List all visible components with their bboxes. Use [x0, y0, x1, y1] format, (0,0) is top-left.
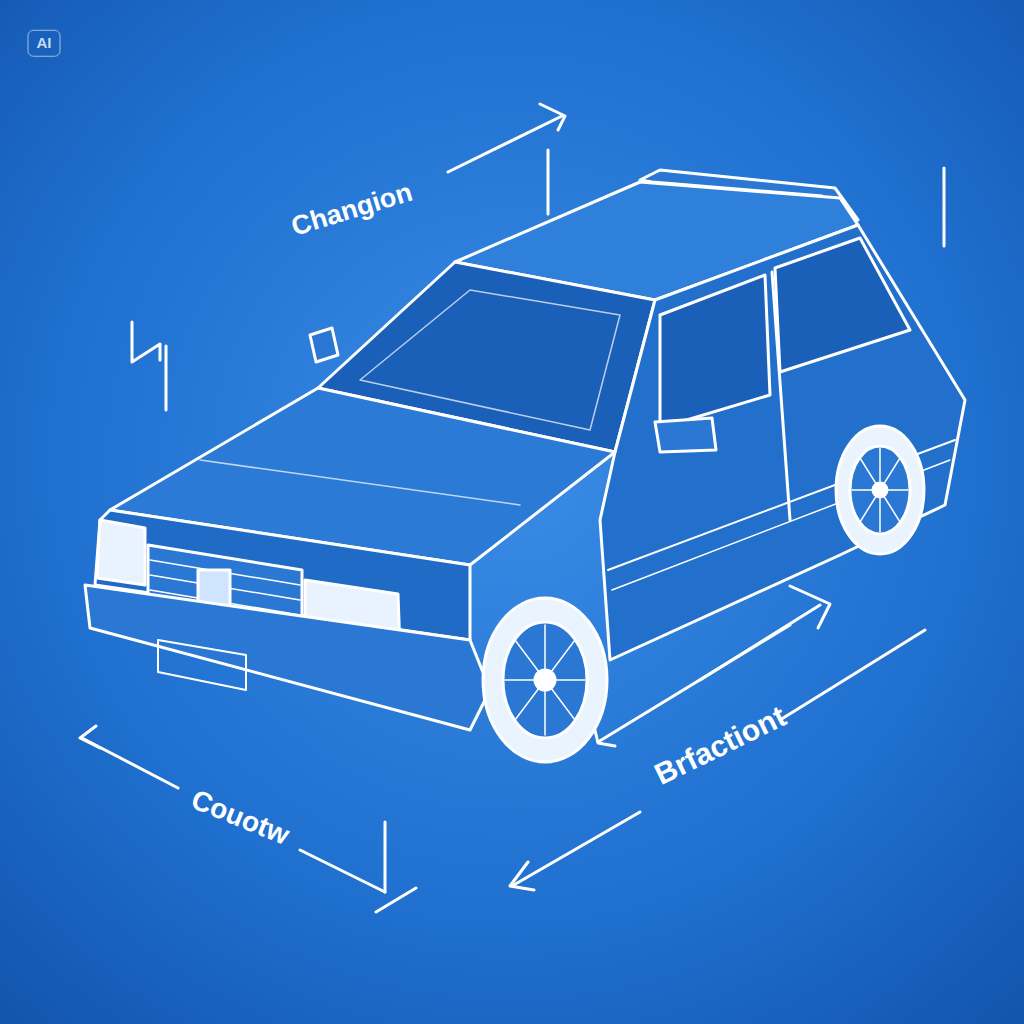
car-drawing	[85, 170, 965, 762]
watermark: AI	[28, 30, 61, 57]
